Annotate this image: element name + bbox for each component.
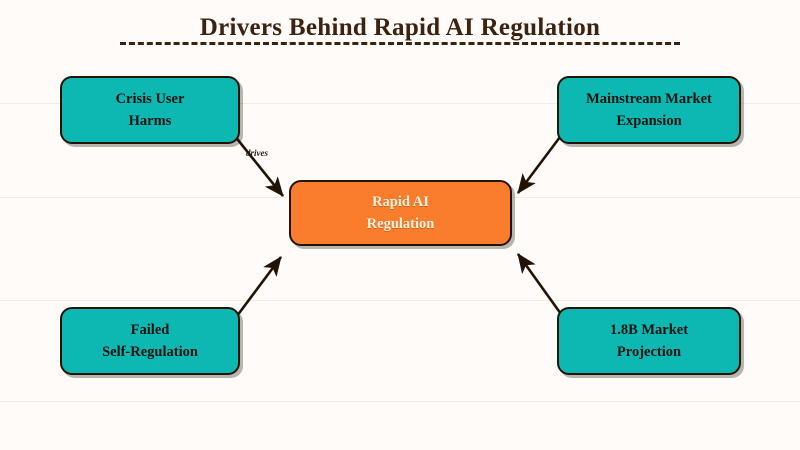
page-title: Drivers Behind Rapid AI Regulation xyxy=(199,14,601,41)
node-failed-self-regulation[interactable]: Failed Self-Regulation xyxy=(60,307,240,375)
title-underline-rule xyxy=(120,42,680,45)
node-18b-market-projection[interactable]: 1.8B Market Projection xyxy=(557,307,741,375)
arrow-mainstream-to-center xyxy=(516,132,565,194)
arrow-failed-to-center xyxy=(232,256,283,321)
node-rapid-ai-regulation[interactable]: Rapid AI Regulation xyxy=(289,180,512,246)
background-gridline xyxy=(0,300,800,301)
arrow-projection-to-center xyxy=(516,253,568,322)
node-mainstream-market-expansion[interactable]: Mainstream Market Expansion xyxy=(557,76,741,144)
background-gridline xyxy=(0,103,800,104)
node-label: Crisis User Harms xyxy=(115,90,185,129)
background-gridline xyxy=(0,401,800,402)
node-label: Failed Self-Regulation xyxy=(102,321,198,360)
node-label: Mainstream Market Expansion xyxy=(586,90,712,129)
arrow-crisis-to-center xyxy=(232,134,285,197)
node-label: 1.8B Market Projection xyxy=(609,321,689,360)
node-label: Rapid AI Regulation xyxy=(366,193,435,232)
edge-label-drives: drives xyxy=(246,148,268,158)
node-crisis-user-harms[interactable]: Crisis User Harms xyxy=(60,76,240,144)
